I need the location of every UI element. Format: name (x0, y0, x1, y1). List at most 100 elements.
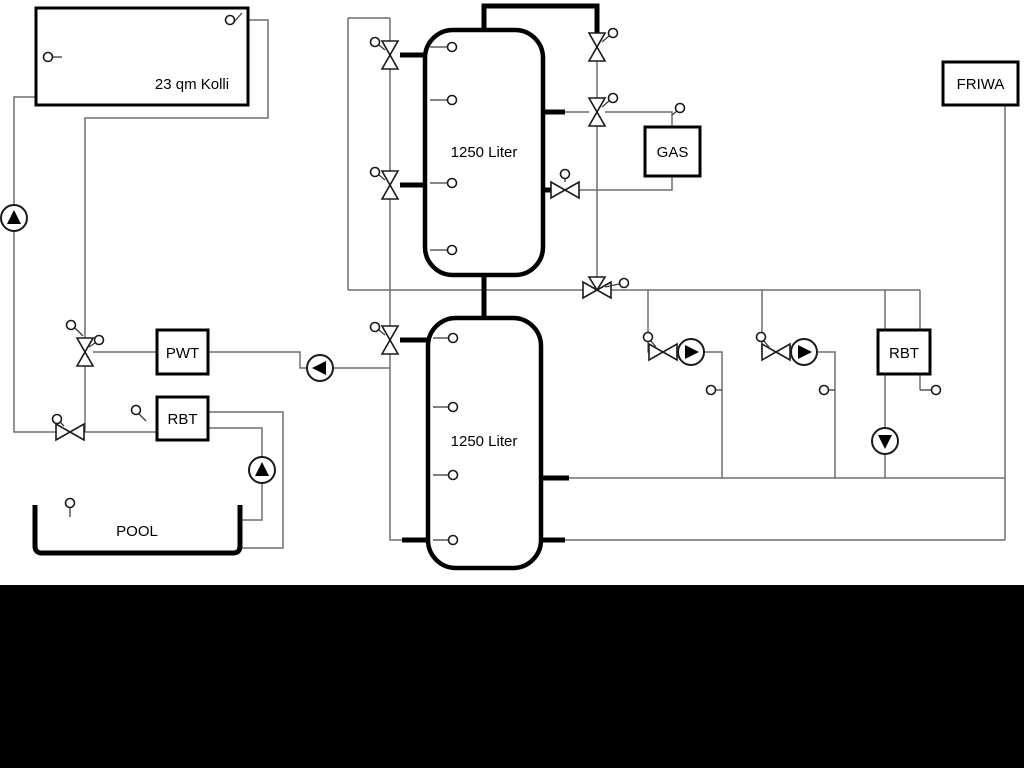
actuator-icon (559, 168, 571, 180)
tank-top-header (481, 3, 600, 33)
pump-direction-right (798, 345, 812, 359)
sensor-stub (138, 413, 147, 422)
actuator-icon (51, 413, 63, 425)
valve-icon (380, 40, 400, 70)
temperature-sensor-icon (818, 384, 830, 396)
valve-icon (582, 276, 612, 300)
temperature-sensor-icon (705, 384, 717, 396)
actuator-stem (604, 283, 620, 288)
friwa-label: FRIWA (957, 76, 1005, 93)
valve-circuit-2 (755, 331, 791, 362)
actuator-stem (601, 100, 610, 108)
pipe (13, 231, 56, 433)
pump-circuit-1 (677, 338, 705, 366)
temperature-sensor-icon (447, 332, 459, 344)
pump-direction-left (312, 361, 326, 375)
rbt-right-label: RBT (889, 345, 919, 362)
pump-circuit-2 (790, 338, 818, 366)
temperature-sensor-icon (64, 497, 76, 509)
pipe (13, 96, 36, 205)
pwt-box (155, 328, 210, 376)
pipes-thin (13, 17, 1006, 549)
pipe (579, 176, 673, 191)
temperature-sensor-icon (446, 41, 458, 53)
pump-rbt-return (871, 427, 899, 455)
pump-charge (306, 354, 334, 382)
valve-tank1-lower (369, 166, 400, 200)
pwt-label: PWT (166, 345, 199, 362)
friwa-station: FRIWA (941, 60, 1020, 107)
pool-label: POOL (116, 523, 158, 540)
pump-direction-down (878, 435, 892, 449)
valve-icon (55, 422, 85, 442)
temperature-sensor-icon (446, 177, 458, 189)
temperature-sensor-icon (447, 469, 459, 481)
pipe (208, 351, 307, 369)
rbt-right-unit: RBT (876, 328, 942, 396)
pool: POOL (32, 497, 243, 556)
actuator-icon (369, 36, 381, 48)
pump-solar (0, 204, 28, 232)
pipe (817, 351, 836, 478)
temperature-sensor-icon (65, 319, 77, 331)
temperature-sensor-icon (447, 401, 459, 413)
pump-direction-up (255, 462, 269, 476)
pipe (240, 483, 263, 521)
valve-icon (75, 337, 95, 367)
rbt-left-unit: RBT (130, 395, 210, 442)
pwt-unit: PWT (155, 328, 210, 376)
valve-icon (587, 32, 607, 62)
actuator-stem (378, 329, 386, 336)
valve-circuit-1 (642, 331, 678, 362)
gas-box (643, 125, 702, 178)
temperature-sensor-icon (224, 14, 236, 26)
sensor-stub (74, 327, 84, 337)
valve-gas-supply (587, 92, 619, 127)
pipe (84, 19, 269, 338)
pipe (208, 427, 263, 457)
tank-bottom-label: 1250 Liter (451, 433, 518, 450)
pipes-thick (400, 3, 600, 543)
temperature-sensor-icon (42, 51, 54, 63)
tank-top-label: 1250 Liter (451, 144, 518, 161)
actuator-icon (369, 166, 381, 178)
valve-icon (648, 342, 678, 362)
buffer-tank-top: 1250 Liter (422, 27, 546, 278)
valve-tank1-upper (369, 36, 400, 70)
temperature-sensor-icon (674, 102, 686, 114)
actuator-icon (618, 277, 630, 289)
sensor-stub (671, 110, 678, 116)
tank-body (425, 315, 544, 571)
actuator-icon (607, 92, 619, 104)
tank-body (422, 27, 546, 278)
friwa-box (941, 60, 1020, 107)
collector-box (34, 6, 250, 107)
actuator-stem (88, 342, 96, 348)
valve-gas-return (550, 168, 580, 200)
letterbox-bottom (0, 585, 1024, 768)
temperature-sensor-icon (930, 384, 942, 396)
temperature-sensor-icon (446, 94, 458, 106)
pumps (0, 204, 899, 484)
valve-tank1-top-right (587, 27, 619, 62)
pipe (208, 411, 284, 549)
temperature-sensor-icon (130, 404, 142, 416)
actuator-icon (369, 321, 381, 333)
actuator-stem (763, 340, 770, 348)
solar-collector: 23 qm Kolli (34, 6, 250, 107)
pump-pool (248, 456, 276, 484)
temperature-sensor-icon (447, 534, 459, 546)
actuator-icon (642, 331, 654, 343)
gas-label: GAS (657, 144, 689, 161)
valve-distribution-3way (582, 276, 630, 300)
valve-tank2-charge (369, 321, 400, 355)
actuator-icon (755, 331, 767, 343)
valves (51, 27, 791, 442)
circuit-sensors (705, 384, 835, 396)
pool-basin (32, 505, 243, 556)
valve-icon (587, 97, 607, 127)
actuator-icon (607, 27, 619, 39)
gas-boiler: GAS (643, 102, 702, 178)
pipe (704, 351, 723, 478)
